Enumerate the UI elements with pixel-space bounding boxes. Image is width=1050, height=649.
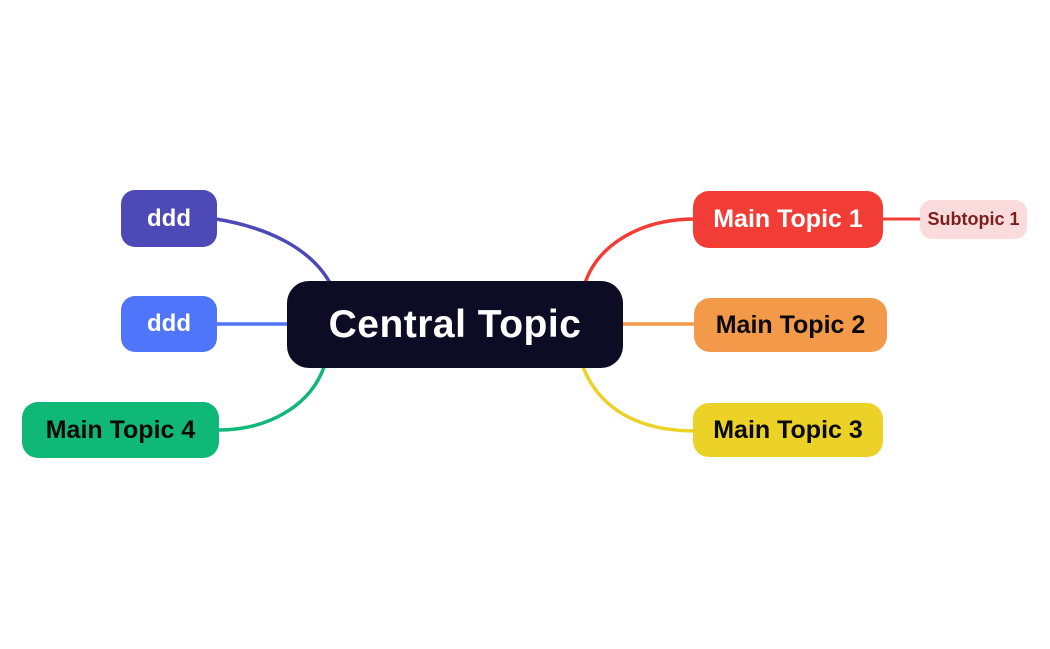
connector-central-to-ddd-1: [214, 217, 332, 285]
node-main-topic-3[interactable]: Main Topic 3: [693, 403, 883, 457]
connector-central-to-main-topic-4: [216, 365, 326, 432]
node-ddd-1[interactable]: ddd: [121, 190, 217, 247]
connector-central-to-main-topic-3: [581, 365, 697, 433]
connector-central-to-main-topic-1: [583, 217, 697, 285]
node-main-topic-4-label: Main Topic 4: [45, 415, 196, 444]
node-subtopic-1[interactable]: Subtopic 1: [920, 200, 1027, 239]
node-main-topic-2[interactable]: Main Topic 2: [694, 298, 887, 352]
node-main-topic-3-label: Main Topic 3: [713, 415, 863, 444]
node-central-topic-label: Central Topic: [328, 302, 582, 346]
node-ddd-2[interactable]: ddd: [121, 296, 217, 352]
node-main-topic-2-label: Main Topic 2: [715, 310, 866, 339]
node-ddd-2-label: ddd: [147, 310, 191, 337]
node-main-topic-1-label: Main Topic 1: [713, 205, 863, 233]
node-subtopic-1-label: Subtopic 1: [927, 209, 1020, 229]
node-ddd-1-label: ddd: [147, 204, 191, 232]
node-main-topic-1[interactable]: Main Topic 1: [693, 191, 883, 248]
node-central-topic[interactable]: Central Topic: [287, 281, 623, 368]
node-main-topic-4[interactable]: Main Topic 4: [22, 402, 219, 458]
